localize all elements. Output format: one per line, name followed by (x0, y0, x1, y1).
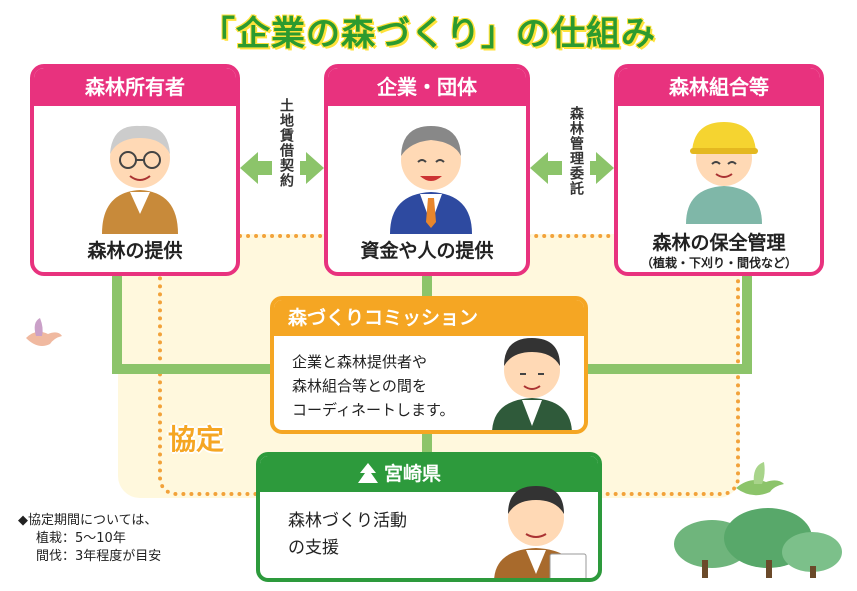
union-connector-line (742, 270, 752, 374)
miyazaki-prefecture-description: 森林づくり活動 の支援 (288, 508, 407, 562)
prefecture-line: の支援 (288, 538, 339, 558)
miyazaki-prefecture-header: 宮崎県 (260, 456, 598, 492)
company-card: 企業・団体 資金や人の提供 (324, 64, 530, 276)
commission-line: 森林組合等との間を (292, 377, 427, 395)
note-line: 間伐：3年程度が目安 (36, 549, 162, 564)
forest-union-header: 森林組合等 (618, 68, 820, 106)
note-line: ◆協定期間については、 (18, 513, 158, 528)
forest-union-caption: 森林の保全管理 (652, 232, 786, 254)
forest-commission-box: 森づくりコミッション 企業と森林提供者や 森林組合等との間を コーディネートしま… (270, 296, 588, 434)
coordinator-man-icon (492, 338, 572, 430)
miyazaki-prefecture-box: 宮崎県 森林づくり活動 の支援 (256, 452, 602, 582)
land-lease-contract-label: 土地賃借契約 (272, 96, 300, 190)
prefecture-official-icon (494, 486, 587, 578)
green-bird-icon (736, 462, 784, 496)
agreement-label: 協定 (168, 423, 225, 456)
forest-union-card: 森林組合等 森林の保全管理 （植栽・下刈り・間伐など） (614, 64, 824, 276)
elderly-man-icon (102, 125, 178, 234)
forest-worker-icon (686, 122, 762, 224)
forest-management-contract-label: 森林管理委託 (562, 104, 590, 198)
company-caption: 資金や人の提供 (360, 240, 494, 262)
agreement-period-note: ◆協定期間については、 植栽：5〜10年 間伐：3年程度が目安 (18, 512, 161, 566)
note-line: 植栽：5〜10年 (36, 531, 126, 546)
owner-connector-line (112, 270, 122, 374)
prefecture-emblem-icon (358, 463, 378, 483)
page-title: 「企業の森づくり」の仕組み (201, 14, 656, 54)
prefecture-line: 森林づくり活動 (288, 511, 407, 531)
forest-owner-caption: 森林の提供 (87, 240, 183, 262)
forest-owner-header: 森林所有者 (34, 68, 236, 106)
forest-owner-card: 森林所有者 森林の提供 (30, 64, 240, 276)
company-header: 企業・団体 (328, 68, 526, 106)
commission-line: 企業と森林提供者や (292, 353, 428, 371)
forest-commission-description: 企業と森林提供者や 森林組合等との間を コーディネートします。 (292, 350, 454, 422)
forest-union-subcaption: （植栽・下刈り・間伐など） (640, 256, 797, 270)
forest-commission-header: 森づくりコミッション (274, 300, 584, 336)
forest-trees-icon (674, 508, 842, 578)
bird-icon (26, 318, 62, 346)
businessman-icon (390, 126, 472, 234)
commission-line: コーディネートします。 (292, 401, 455, 419)
